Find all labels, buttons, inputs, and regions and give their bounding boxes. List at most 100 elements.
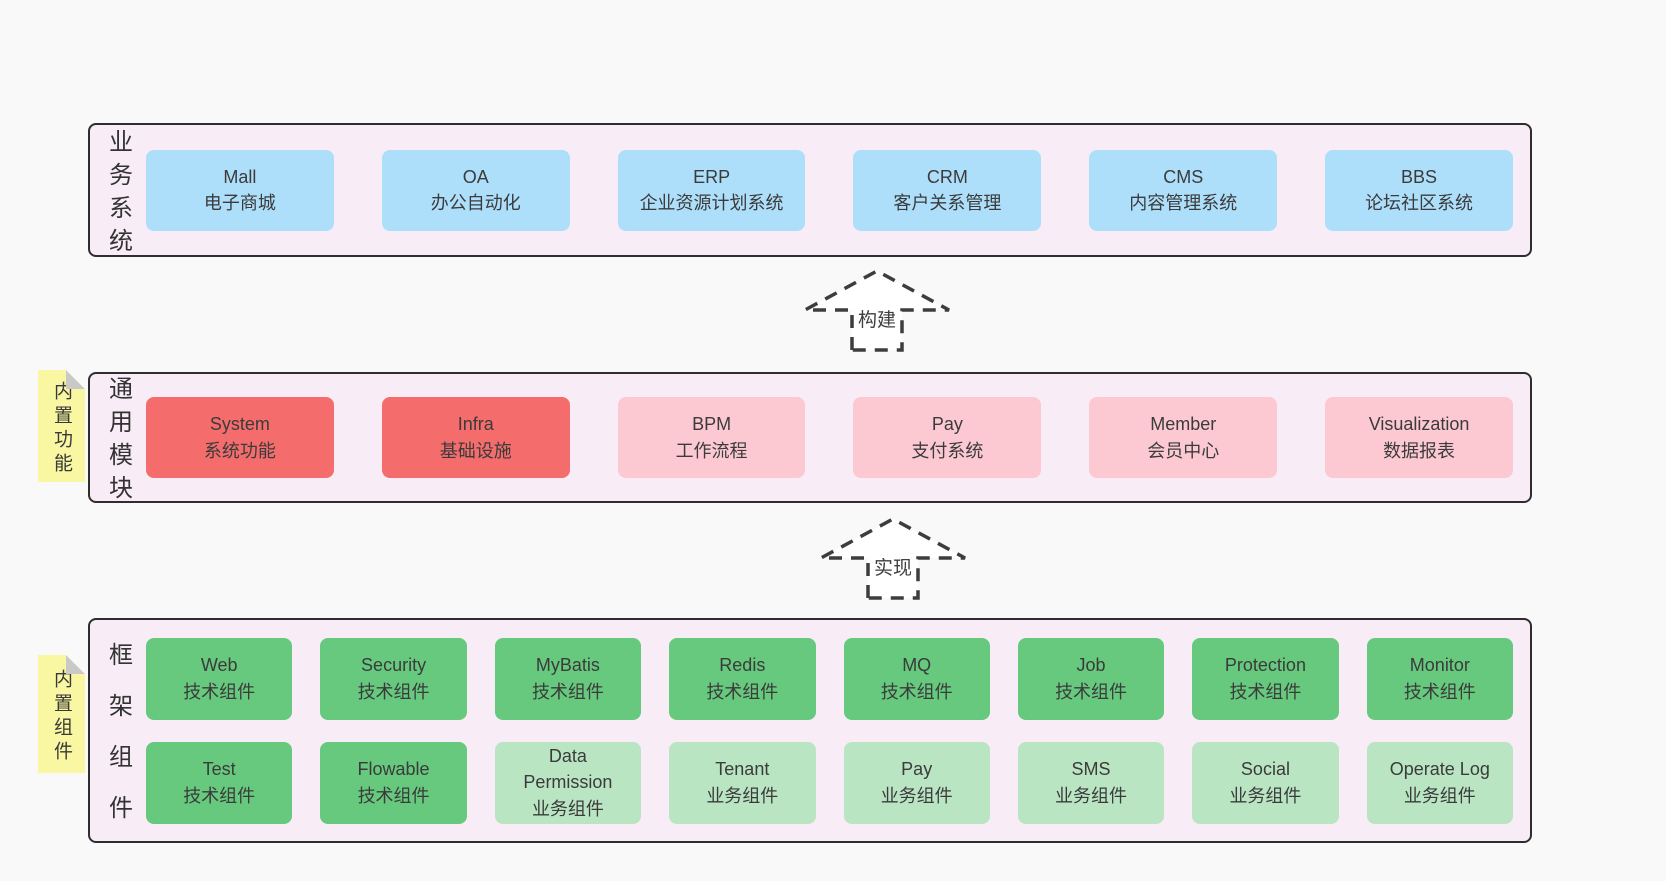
box-tenant: Tenant 业务组件 [669,741,816,824]
box-title: Visualization [1368,414,1470,435]
box-title: SMS [1071,759,1111,780]
panel-modules-grid: System 系统功能 Infra 基础设施 BPM 工作流程 Pay 支付系统… [146,374,1530,501]
box-protection: Protection 技术组件 [1192,637,1339,720]
arrow-up-icon: 构建 [804,269,950,352]
box-pay-component: Pay 业务组件 [843,741,990,824]
box-subtitle: 技术组件 [880,681,953,702]
box-title: Web [200,655,238,676]
panel-framework-components: 框架组件 Web 技术组件 Security 技术组件 MyBatis 技术组件… [88,618,1532,846]
box-title: System [209,414,270,435]
box-subtitle: 业务组件 [531,798,604,819]
box-subtitle: 电子商城 [203,193,276,213]
box-bbs: BBS 论坛社区系统 [1325,149,1513,231]
box-data-permission: Data Permission 业务组件 [494,741,642,824]
folded-corner-icon [66,655,85,674]
box-system: System 系统功能 [146,397,334,478]
arrow-implement-label: 实现 [874,557,912,579]
panel-components-grid: Web 技术组件 Security 技术组件 MyBatis 技术组件 Redi… [146,620,1530,841]
panel-label-modules: 通用模块 [90,374,146,508]
box-subtitle: 论坛社区系统 [1365,193,1474,213]
panel-business-grid: Mall 电子商城 OA 办公自动化 ERP 企业资源计划系统 CRM 客户关系… [146,125,1530,255]
box-crm: CRM 客户关系管理 [853,149,1042,231]
box-subtitle: 办公自动化 [430,193,521,213]
box-pay-module: Pay 支付系统 [853,397,1042,478]
box-title: Mall [223,166,257,187]
box-subtitle: 技术组件 [531,681,604,702]
sticky-note-text: 内置组件 [51,668,72,765]
arrow-up-icon: 实现 [820,517,966,600]
box-title: Social [1240,759,1290,780]
box-title: Flowable [357,759,430,780]
box-sms: SMS 业务组件 [1017,741,1165,824]
box-title: Pay [901,759,933,780]
box-title: OA [462,166,489,187]
panel-label-text: 通用模块 [104,376,132,508]
box-mall: Mall 电子商城 [146,149,334,231]
panel-business-systems: 业务系统 Mall 电子商城 OA 办公自动化 ERP 企业资源计划系统 CRM… [88,123,1532,261]
box-title: BPM [692,414,732,435]
box-security: Security 技术组件 [320,637,467,720]
box-subtitle: 基础设施 [439,440,512,461]
box-subtitle: 会员中心 [1147,440,1220,461]
box-test: Test 技术组件 [146,741,293,824]
box-title: Test [202,759,236,780]
box-subtitle: 企业资源计划系统 [639,193,784,213]
box-mybatis: MyBatis 技术组件 [494,637,642,720]
box-subtitle: 业务组件 [880,785,953,806]
box-subtitle: 技术组件 [706,681,779,702]
box-subtitle: 业务组件 [1055,785,1128,806]
box-title: BBS [1401,166,1438,187]
box-subtitle: 工作流程 [675,440,748,461]
box-flowable: Flowable 技术组件 [320,741,467,824]
box-title: Data Permission [523,746,613,793]
box-subtitle: 客户关系管理 [893,193,1002,213]
box-member: Member 会员中心 [1089,397,1278,478]
box-subtitle: 数据报表 [1383,440,1456,461]
folded-corner-icon [66,370,85,389]
box-mq: MQ 技术组件 [843,637,990,720]
box-subtitle: 系统功能 [203,440,276,461]
box-title: MQ [902,655,932,676]
box-title: Member [1150,414,1217,435]
panel-label-components: 框架组件 [90,620,146,846]
arrow-up-implement: 实现 [818,516,968,600]
box-subtitle: 技术组件 [183,785,256,806]
box-subtitle: 技术组件 [357,785,430,806]
box-subtitle: 业务组件 [1229,785,1302,806]
box-social: Social 业务组件 [1192,741,1339,824]
box-monitor: Monitor 技术组件 [1366,637,1513,720]
box-title: Infra [457,414,494,435]
box-subtitle: 技术组件 [1229,681,1302,702]
panel-label-business: 业务系统 [90,125,146,261]
box-title: Job [1076,655,1106,676]
box-cms: CMS 内容管理系统 [1089,149,1278,231]
box-subtitle: 技术组件 [183,681,256,702]
box-title: ERP [693,166,731,187]
box-bpm: BPM 工作流程 [617,397,806,478]
arrow-up-build: 构建 [802,268,952,352]
sticky-note-builtin-features: 内置功能 [38,370,85,482]
box-subtitle: 内容管理系统 [1129,193,1238,213]
box-title: Operate Log [1389,759,1490,780]
sticky-note-builtin-components: 内置组件 [38,655,85,773]
box-title: MyBatis [535,655,600,676]
box-visualization: Visualization 数据报表 [1325,397,1513,478]
box-title: Pay [931,414,963,435]
sticky-note-text: 内置功能 [51,380,72,477]
box-subtitle: 业务组件 [706,785,779,806]
box-infra: Infra 基础设施 [381,397,570,478]
box-operate-log: Operate Log 业务组件 [1366,741,1513,824]
box-erp: ERP 企业资源计划系统 [617,149,806,231]
panel-label-text: 业务系统 [104,128,132,261]
box-title: CRM [926,166,968,187]
box-redis: Redis 技术组件 [669,637,816,720]
box-title: Security [361,655,427,676]
box-title: Monitor [1409,655,1470,676]
box-oa: OA 办公自动化 [381,149,570,231]
arrow-build-label: 构建 [858,309,896,331]
box-subtitle: 技术组件 [357,681,430,702]
box-title: CMS [1163,166,1204,187]
box-job: Job 技术组件 [1017,637,1165,720]
box-subtitle: 技术组件 [1403,681,1476,702]
